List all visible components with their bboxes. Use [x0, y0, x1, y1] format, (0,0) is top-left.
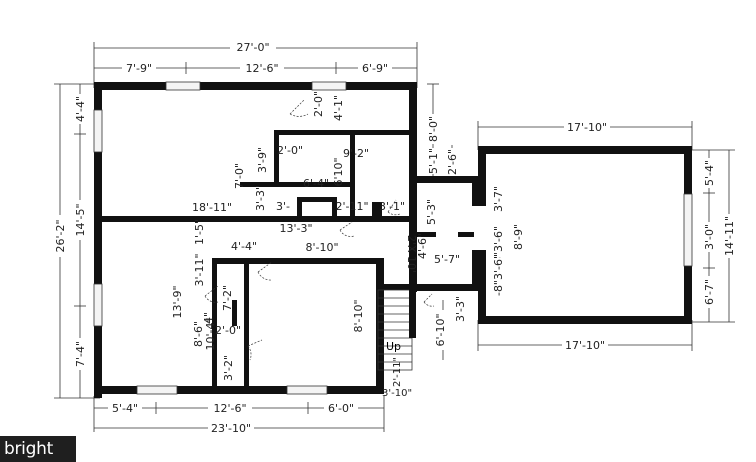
interior-dim: 4" [202, 312, 215, 324]
interior-dim: 7'-2" [221, 285, 234, 311]
door-swings [204, 99, 435, 361]
garage-right-seg2-dim: 3'-0" [703, 224, 716, 250]
interior-dim: 2'-11" [335, 200, 368, 213]
garage-walls [478, 146, 693, 324]
link-5-7-dim: 5'-7" [434, 253, 460, 266]
garage-right-overall-dim: 14'-11" [723, 216, 736, 256]
interior-dim: 10'-4" [204, 317, 217, 350]
left-overall-dim: 26'-2" [54, 219, 67, 252]
door-swing [257, 261, 273, 281]
interior-dim: 18'-11" [192, 201, 232, 214]
top-seg3-dim: 6'-9" [362, 62, 388, 75]
stairs-2-11-dim: 2'-11" [392, 357, 403, 387]
stairs-3-10-dim: 3'-10" [382, 388, 412, 399]
stairs: Up 3'-10" 2'-11" [377, 289, 413, 399]
interior-dim: 4'-4" [231, 240, 257, 253]
bottom-dimensions: 5'-4" 12'-6" 6'-0" 23'-10" [93, 396, 385, 435]
bottom-seg2-dim: 12'-6" [213, 402, 246, 415]
link-2-6-dim: 2'-6" [446, 149, 459, 175]
interior-dim: 1'-5" [193, 219, 206, 245]
window [93, 109, 103, 153]
garage-top-dim: 17'-10" [567, 121, 607, 134]
interior-dim: 8'-6" [192, 321, 205, 347]
interior-dim: 3'-9" [256, 147, 269, 173]
left-seg2-dim: 14'-5" [74, 203, 87, 236]
interior-dim: 6'-4" [303, 177, 329, 190]
window [93, 283, 103, 327]
bottom-overall-dim: 23'-10" [211, 422, 251, 435]
link-6-10-dim: 6'-10" [434, 313, 447, 346]
link-8-3-6-dim: 8"3'-6" [492, 226, 505, 264]
interior-dim: 3'-1" [379, 200, 405, 213]
interior-dim: 8'-10" [352, 299, 365, 332]
bottom-seg3-dim: 6'-0" [328, 402, 354, 415]
link-3-7-dim: 3'-7" [492, 186, 505, 212]
interior-dim: 3'-2" [222, 355, 235, 381]
interior-dim: 8'-10" [305, 241, 338, 254]
link-5-1-dim: 5'-1" [427, 148, 440, 174]
door-swing [247, 339, 263, 361]
top-seg2-dim: 12'-6" [245, 62, 278, 75]
left-seg1-dim: 4'-4" [74, 96, 87, 122]
interior-dim: 2'X 10' [405, 235, 418, 273]
interior-dim: 2'-0" [312, 91, 325, 117]
top-dimensions: 27'-0" 7'-9" 12'-6" 6'-9" [93, 40, 418, 88]
link-3-3-dim: 3'-3" [454, 296, 467, 322]
bright-watermark-logo: bright [0, 436, 76, 462]
left-dimensions: 26'-2" 4'-4" 14'-5" 7'-4" [52, 83, 100, 399]
top-overall-dim: 27'-0" [236, 41, 269, 54]
garage-right-seg1-dim: 5'-4" [703, 160, 716, 186]
brand-text: bright [4, 439, 53, 459]
link-walls [409, 176, 481, 338]
interior-dim: 4'-1" [332, 95, 345, 121]
link-8-0-dim: 8'-0" [427, 116, 440, 142]
bottom-seg1-dim: 5'-4" [112, 402, 138, 415]
interior-dim: 4'-6" [416, 233, 429, 259]
interior-dim: 2'-0" [215, 324, 241, 337]
interior-dim: 3'-3" [254, 185, 267, 211]
garage-right-seg3-dim: 6'-7" [703, 279, 716, 305]
interior-dim: 13'-3" [279, 222, 312, 235]
top-seg1-dim: 7'-9" [126, 62, 152, 75]
link-5-3-dim: 5'-3" [425, 199, 438, 225]
door-swing [339, 221, 355, 237]
door-swing [423, 293, 435, 307]
interior-dimensions: 2'-0" 4'-1" 3'-9" 2'-0" 9'-2" 7'-0" 6'10… [171, 91, 429, 381]
interior-dim: 6'10" [332, 157, 345, 186]
garage-bottom-dim: 17'-10" [565, 339, 605, 352]
door-swing [289, 99, 309, 117]
garage-dimensions: 17'-10" 17'-10" 14'-11" 5'-4" 3'-0" 6'-7… [477, 120, 737, 352]
interior-dim: 3'- [276, 200, 290, 213]
house-windows [93, 81, 347, 395]
interior-dim: 7'-0" [233, 163, 246, 189]
stairs-up-label: Up [386, 340, 401, 353]
window [165, 81, 201, 91]
window [311, 81, 347, 91]
garage-window [683, 193, 693, 267]
interior-dim: 3'-11" [193, 253, 206, 286]
link-8-9-dim: 8'-9" [512, 224, 525, 250]
window [286, 385, 328, 395]
door-swing [204, 285, 219, 303]
door-swing [387, 199, 401, 216]
left-seg3-dim: 7'-4" [74, 341, 87, 367]
window [136, 385, 178, 395]
house-walls [94, 82, 417, 398]
interior-dim: 9'-2" [343, 147, 369, 160]
link-dimensions: 8'-0" 5'-1" 2'-6" 5'-3" 3'-7" 8'-9" 8"3'… [423, 83, 526, 360]
interior-dim: 2'-0" [277, 144, 303, 157]
link-8-3-6b-dim: -8"3'-6" [492, 254, 505, 296]
interior-dim: 13'-9" [171, 285, 184, 318]
